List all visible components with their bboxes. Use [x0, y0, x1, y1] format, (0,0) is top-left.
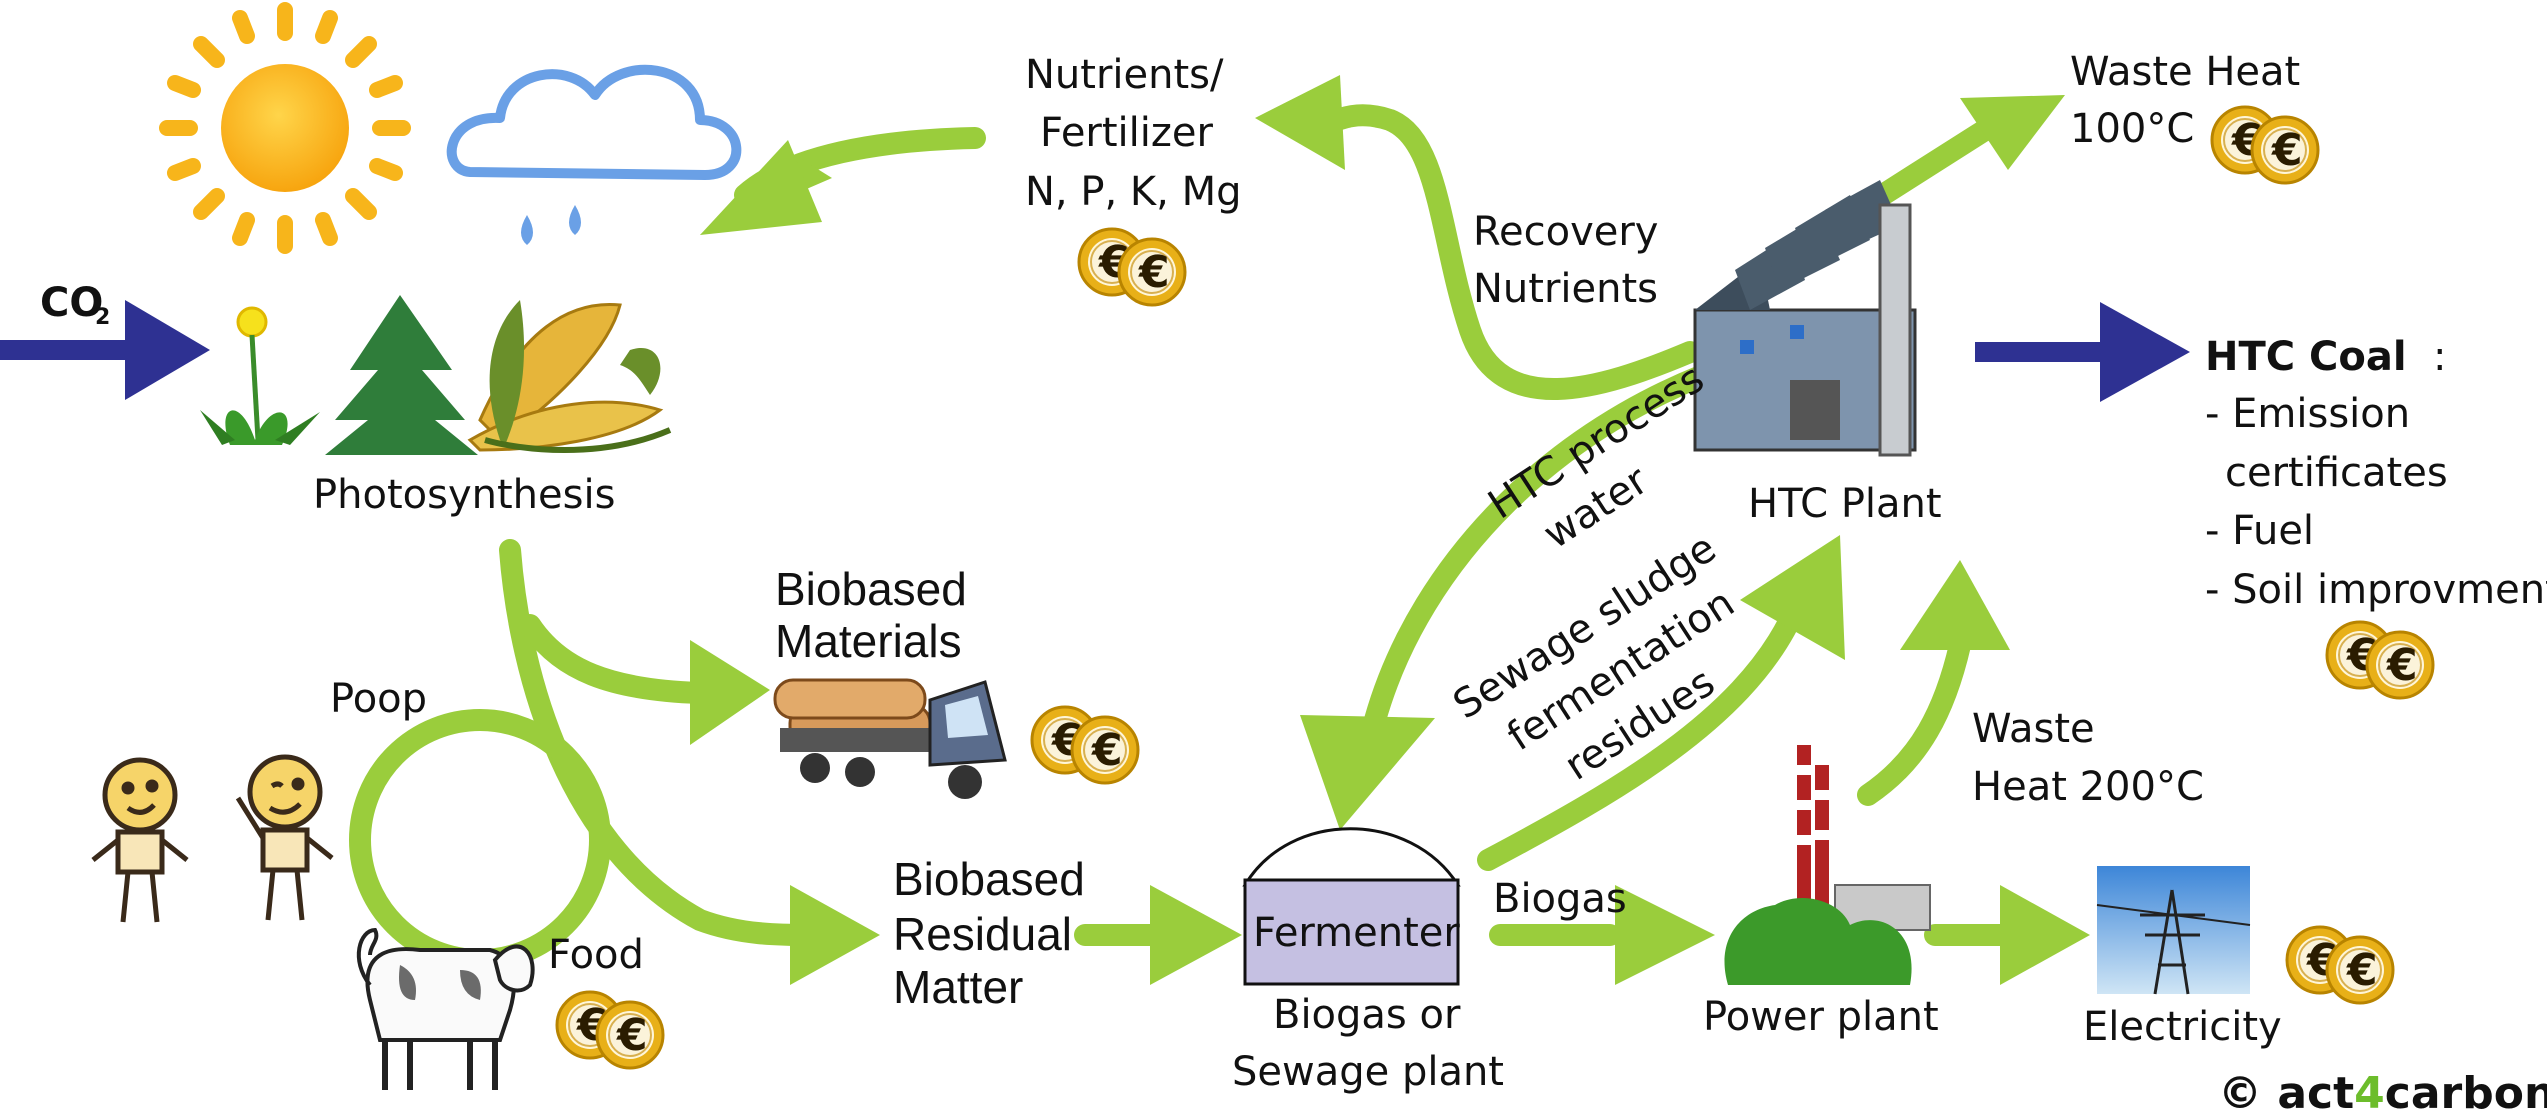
svg-text:Materials: Materials: [775, 615, 962, 667]
arrow-sewage-sludge: [1477, 609, 1801, 871]
cloud-rain-icon: [446, 64, 742, 245]
svg-text:HTC Coal: HTC Coal: [2205, 334, 2407, 380]
fermenter-tank: [1242, 827, 1461, 986]
arrow-photo-to-materials: [519, 614, 711, 704]
biogas-plant-label: Biogas or Sewage plant: [1232, 992, 1504, 1095]
power-plant-icon: [1724, 745, 1931, 985]
biobased-materials-label: Biobased Materials: [775, 563, 967, 667]
power-plant-label: Power plant: [1703, 994, 1939, 1040]
dandelion-icon: [200, 306, 320, 445]
svg-text:Waste: Waste: [1972, 706, 2095, 752]
arrow-waste-heat-100: [1867, 119, 1996, 209]
svg-text:2: 2: [95, 305, 110, 330]
svg-text:Residual: Residual: [893, 908, 1072, 960]
recovery-nutrients-label: Recovery Nutrients: [1473, 209, 1658, 312]
corn-icon: [467, 300, 672, 453]
svg-text:100°C: 100°C: [2070, 106, 2194, 152]
arrow-htc-process-water: [1364, 351, 1751, 731]
tree-icon: [325, 295, 478, 455]
co2-label: CO 2: [40, 280, 110, 330]
svg-text:Fertilizer: Fertilizer: [1040, 110, 1214, 156]
copyright-prefix: © act: [2218, 1068, 2354, 1116]
htc-coal-label: HTC Coal : - Emission certificates - Fue…: [2205, 334, 2547, 613]
svg-text:Biogas or: Biogas or: [1273, 992, 1461, 1038]
svg-text:Heat 200°C: Heat 200°C: [1972, 764, 2204, 810]
cow-icon: [356, 927, 535, 1090]
svg-text:certificates: certificates: [2225, 450, 2448, 496]
electricity-label: Electricity: [2083, 1004, 2282, 1050]
photosynthesis-label: Photosynthesis: [313, 472, 615, 518]
copyright-suffix: carbon: [2385, 1068, 2547, 1116]
fermenter-label: Fermenter: [1253, 910, 1460, 956]
waste-heat-200-label: Waste Heat 200°C: [1972, 706, 2204, 810]
poop-label: Poop: [330, 676, 427, 722]
copyright-label: © act4carbon: [2218, 1068, 2547, 1116]
svg-text:CO: CO: [40, 280, 103, 326]
biobased-residual-label: Biobased Residual Matter: [893, 853, 1085, 1013]
poop-food-loop: [349, 709, 611, 971]
copyright-four: 4: [2354, 1068, 2385, 1116]
biogas-label: Biogas: [1493, 876, 1627, 922]
sun-icon: [159, 2, 411, 254]
svg-text::: :: [2433, 334, 2446, 380]
food-label: Food: [548, 932, 644, 978]
svg-text:Biobased: Biobased: [893, 853, 1085, 905]
svg-text:- Soil improvment: - Soil improvment: [2205, 567, 2547, 613]
waste-heat-100-label: Waste Heat 100°C: [2070, 49, 2300, 152]
flow-arrowheads: [690, 75, 2090, 985]
arrow-recovery-nutrients: [1314, 104, 1701, 400]
svg-text:Recovery: Recovery: [1473, 209, 1658, 255]
svg-text:Nutrients/: Nutrients/: [1025, 52, 1224, 98]
nutrients-label: Nutrients/ Fertilizer N, P, K, Mg: [1025, 52, 1241, 215]
svg-text:Biobased: Biobased: [775, 563, 967, 615]
svg-text:Matter: Matter: [893, 961, 1023, 1013]
svg-text:Waste Heat: Waste Heat: [2070, 49, 2300, 95]
svg-text:- Fuel: - Fuel: [2205, 508, 2314, 554]
truck-logs-icon: [773, 678, 1007, 799]
svg-text:Sewage plant: Sewage plant: [1232, 1049, 1504, 1095]
arrow-photo-to-residual: [499, 539, 821, 946]
svg-text:- Emission: - Emission: [2205, 391, 2410, 437]
htc-plant-label: HTC Plant: [1748, 481, 1942, 527]
power-pylon-icon: [2096, 866, 2251, 995]
people-icon: [91, 754, 334, 923]
arrow-waste-heat-200: [1857, 634, 1971, 806]
svg-text:Nutrients: Nutrients: [1473, 266, 1658, 312]
svg-text:N, P, K, Mg: N, P, K, Mg: [1025, 169, 1241, 215]
factory-icon: [1693, 180, 1917, 457]
co2-arrows: [0, 300, 2190, 402]
